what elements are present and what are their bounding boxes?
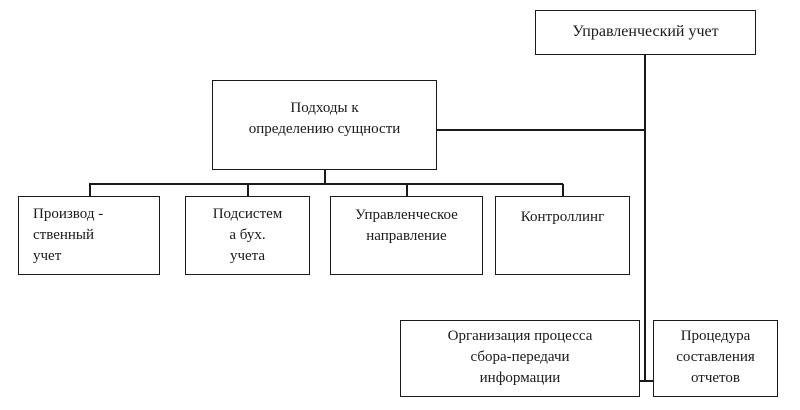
node-controlling: Контроллинг (495, 196, 630, 275)
connector-bottom-horizontal (640, 380, 653, 382)
connector-drop-production (89, 184, 91, 196)
node-management-accounting: Управленческий учет (535, 10, 756, 55)
connector-drop-subsystem (247, 184, 249, 196)
node-production-accounting: Производ - ственный учет (18, 196, 160, 275)
connector-drop-direction (406, 184, 408, 196)
connector-drop-controlling (562, 184, 564, 196)
node-management-direction: Управленческое направление (330, 196, 483, 275)
node-accounting-subsystem: Подсистем а бух. учета (185, 196, 310, 275)
connector-approaches-horizontal (437, 129, 645, 131)
connector-bus-horizontal (89, 183, 563, 185)
node-report-procedure: Процедура составления отчетов (653, 320, 778, 397)
connector-approaches-stub (324, 170, 326, 184)
node-approaches: Подходы к определению сущности (212, 80, 437, 170)
connector-main-vertical (644, 55, 646, 382)
node-info-transfer-process: Организация процесса сбора-передачи инфо… (400, 320, 640, 397)
